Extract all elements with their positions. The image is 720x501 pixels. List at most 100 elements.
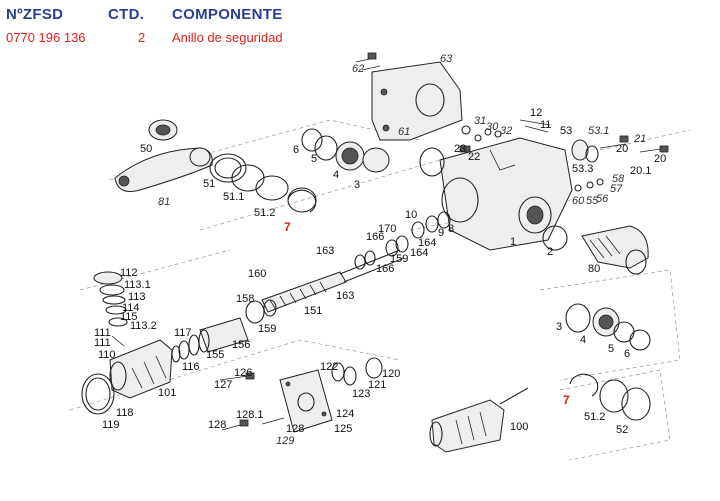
part-1-housing[interactable] (439, 137, 573, 251)
label-111b: 111 (94, 337, 111, 349)
part-53-cap[interactable] (571, 135, 669, 163)
part-7-retaining-ring[interactable] (569, 373, 599, 397)
part-118-119-rings[interactable] (81, 373, 115, 415)
part-120-123-rings[interactable] (331, 357, 383, 386)
label-56: 56 (596, 193, 609, 205)
label-21: 21 (633, 133, 646, 145)
part-126-128-bolts[interactable] (219, 372, 285, 431)
label-23: 23 (454, 143, 466, 155)
part-155-ring[interactable] (188, 334, 200, 356)
part-small-fittings[interactable] (459, 125, 502, 153)
label-53-3: 53.3 (572, 163, 593, 175)
label-101: 101 (158, 387, 176, 399)
label-125: 125 (334, 423, 352, 435)
part-116-117-rings[interactable] (171, 340, 190, 363)
label-32: 32 (500, 125, 512, 137)
part-62-63-bolts[interactable] (355, 52, 381, 71)
label-51-2: 51.2 (254, 207, 275, 219)
part-51-rings[interactable] (209, 153, 317, 213)
part-bearing-set-top[interactable] (301, 128, 390, 173)
label-6: 6 (293, 144, 299, 156)
label-100: 100 (510, 421, 528, 433)
part-50-bearing[interactable] (148, 119, 178, 141)
part-bearing-set-right[interactable] (565, 303, 651, 351)
label-163b: 163 (336, 290, 354, 302)
label-156: 156 (232, 339, 250, 351)
label-1: 1 (510, 236, 516, 248)
part-156-tube[interactable] (198, 317, 249, 353)
label-57: 57 (610, 183, 623, 195)
label-6-right: 6 (624, 348, 630, 360)
part-124-125-cover[interactable] (279, 369, 333, 433)
label-113-1: 113.1 (124, 279, 151, 291)
part-11-12-pins[interactable] (519, 119, 551, 133)
label-8: 8 (448, 223, 454, 235)
label-120: 120 (382, 368, 400, 380)
label-110: 110 (98, 349, 116, 361)
label-121: 121 (368, 379, 386, 391)
label-128-1: 128.1 (236, 409, 264, 421)
part-2-seal[interactable] (419, 147, 568, 251)
part-58-55-fittings[interactable] (574, 178, 604, 192)
part-seal-stack[interactable] (354, 235, 409, 270)
label-20-1: 20.1 (630, 165, 651, 177)
part-80-shaft[interactable] (581, 225, 649, 275)
label-160: 160 (248, 268, 266, 280)
part-158-159[interactable] (245, 299, 277, 324)
label-51-1: 51.1 (223, 191, 244, 203)
label-62: 62 (352, 63, 364, 75)
label-113: 113 (128, 291, 146, 303)
label-11: 11 (540, 119, 551, 131)
label-80: 80 (588, 263, 600, 275)
label-115: 115 (120, 311, 138, 323)
label-164a: 164 (418, 237, 436, 249)
part-112-115-cover[interactable] (93, 271, 128, 347)
label-63: 63 (440, 53, 453, 65)
label-128b: 128 (286, 423, 304, 435)
label-124: 124 (336, 408, 354, 420)
part-7-retaining-ring-top[interactable] (287, 189, 317, 213)
label-51-2-right: 51.2 (584, 411, 605, 423)
label-127: 127 (214, 379, 232, 391)
label-129: 129 (276, 435, 294, 447)
part-100-assembly[interactable] (429, 387, 529, 453)
row-quantity: 2 (138, 30, 146, 45)
label-118: 118 (116, 407, 134, 419)
label-5: 5 (311, 153, 317, 165)
label-122: 122 (320, 361, 338, 373)
label-111a: 111 (94, 327, 111, 339)
label-22: 22 (468, 151, 480, 163)
label-9: 9 (438, 227, 444, 239)
label-3: 3 (354, 179, 360, 191)
label-158: 158 (236, 293, 254, 305)
label-4: 4 (333, 169, 339, 181)
label-53: 53 (560, 125, 572, 137)
label-52: 52 (616, 424, 628, 436)
label-55: 55 (586, 195, 599, 207)
part-101-body[interactable] (109, 339, 173, 399)
label-159a: 159 (390, 253, 408, 265)
part-10-9-8-seals[interactable] (411, 211, 451, 239)
label-119: 119 (102, 419, 120, 431)
label-163a: 163 (316, 245, 334, 257)
label-81: 81 (158, 196, 170, 208)
label-123: 123 (352, 388, 370, 400)
label-50: 50 (140, 143, 152, 155)
label-58: 58 (612, 173, 625, 185)
label-60: 60 (572, 195, 585, 207)
label-155: 155 (206, 349, 224, 361)
part-81-lever[interactable] (114, 147, 213, 192)
label-2: 2 (547, 246, 553, 258)
label-117: 117 (174, 327, 192, 339)
label-4-right: 4 (580, 334, 586, 346)
part-51-2-52-rings[interactable] (599, 379, 651, 421)
label-166a: 166 (366, 231, 384, 243)
label-7-right-highlight: 7 (563, 393, 570, 407)
part-151-worm-shaft[interactable] (261, 249, 405, 313)
row-part-number[interactable]: 0770 196 136 (6, 30, 86, 45)
part-61-bracket[interactable] (371, 61, 463, 141)
header-quantity: CTD. (108, 6, 145, 23)
label-113-2: 113.2 (130, 320, 157, 332)
label-164b: 164 (410, 247, 428, 259)
